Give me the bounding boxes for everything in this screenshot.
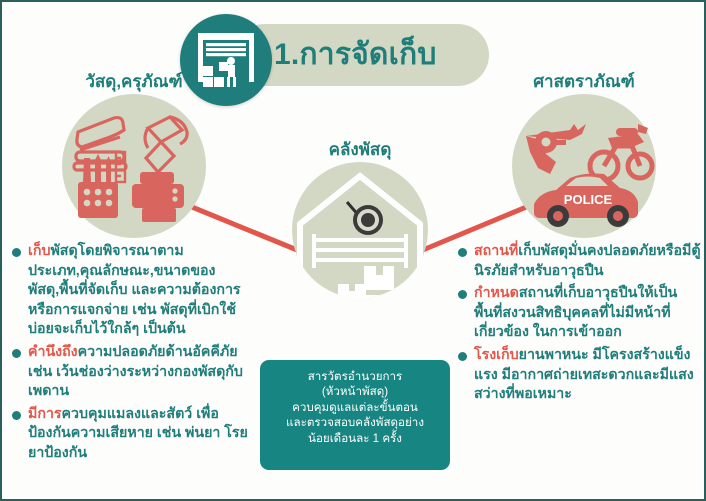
bullet-highlight: สถานที่ [474,243,519,259]
binder-clip-icon [143,115,189,175]
category-materials-disc [62,94,206,238]
bullet-text: ความปลอดภัยด้านอัคคีภัย เช่น เว้นช่องว่า… [28,343,243,400]
bullet-highlight: โรงเก็บ [474,346,519,363]
bullet-text: ยานพาหนะ มีโครงสร้างแข็งแรง มีอากาศถ่ายเ… [474,346,694,403]
title-pill-background [234,24,489,86]
ruler-icon [114,150,127,184]
note-line-5: น้อยเดือนละ 1 ครั้ง [308,431,402,445]
list-item: โรงเก็บยานพาหนะ มีโครงสร้างแข็งแรง มีอาก… [458,346,702,405]
bullet-text: สถานที่เก็บอาวุธปืนให้เป็นพื้นที่สงวนสิท… [474,285,678,341]
list-item: เก็บพัสดุโดยพิจารณาตามประเภท,คุณลักษณะ,ข… [12,242,258,340]
left-bullet-list: เก็บพัสดุโดยพิจารณาตามประเภท,คุณลักษณะ,ข… [12,242,258,467]
category-warehouse-label: คลังพัสดุ [328,140,392,159]
category-weapons-disc: POLICE [512,94,656,238]
supervisor-note-box: สารวัตรอำนวยการ (หัวหน้าพัสดุ) ควบคุมดูแ… [260,360,450,470]
bullet-highlight: คำนึงถึง [28,343,78,360]
bullet-highlight: มีการ [28,405,62,422]
list-item: มีการควบคุมแมลงและสัตว์ เพื่อป้องกันความ… [12,405,258,464]
bullet-highlight: เก็บ [28,243,51,259]
bullet-highlight: กำหนด [474,285,519,302]
category-weapons: ศาสตราภัณฑ์ [484,68,684,238]
printer-icon [132,172,184,222]
note-line-3: ควบคุมดูแลแต่ละขั้นตอน [292,400,418,414]
bullet-text: เก็บพัสดุมั่นคงปลอดภัยหรือมีตู้นิรภัยสำห… [474,243,701,279]
motorcycle-body [608,124,648,148]
page-title: 1.การจัดเก็บ [274,38,437,71]
bullet-text: พัสดุโดยพิจารณาตามประเภท,คุณลักษณะ,ขนาดข… [28,243,241,338]
list-item: กำหนดสถานที่เก็บอาวุธปืนให้เป็นพื้นที่สง… [458,284,702,343]
police-emblem-icon [345,201,383,235]
category-warehouse-disc [292,162,428,298]
category-weapons-label: ศาสตราภัณฑ์ [533,72,635,91]
note-line-1: สารวัตรอำนวยการ [307,370,403,383]
category-materials-label: วัสดุ,ครุภัณฑ์ [85,72,183,91]
warehouse-worker-icon [180,14,272,106]
boxes-icon [338,266,394,298]
note-line-4: และตรวจสอบคลังพัสดุอย่าง [286,416,424,430]
police-car-badge-text: POLICE [564,192,613,207]
revolver-icon [526,124,586,174]
right-bullet-list: สถานที่เก็บพัสดุมั่นคงปลอดภัยหรือมีตู้นิ… [458,242,702,408]
note-line-2: (หัวหน้าพัสดุ) [321,385,389,399]
list-item: คำนึงถึงความปลอดภัยด้านอัคคีภัย เช่น เว้… [12,343,258,402]
warehouse-icon [297,172,423,298]
list-item: สถานที่เก็บพัสดุมั่นคงปลอดภัยหรือมีตู้นิ… [458,242,702,281]
category-warehouse: คลังพัสดุ [260,136,460,306]
bullet-text: ควบคุมแมลงและสัตว์ เพื่อป้องกันความเสียห… [28,405,248,461]
